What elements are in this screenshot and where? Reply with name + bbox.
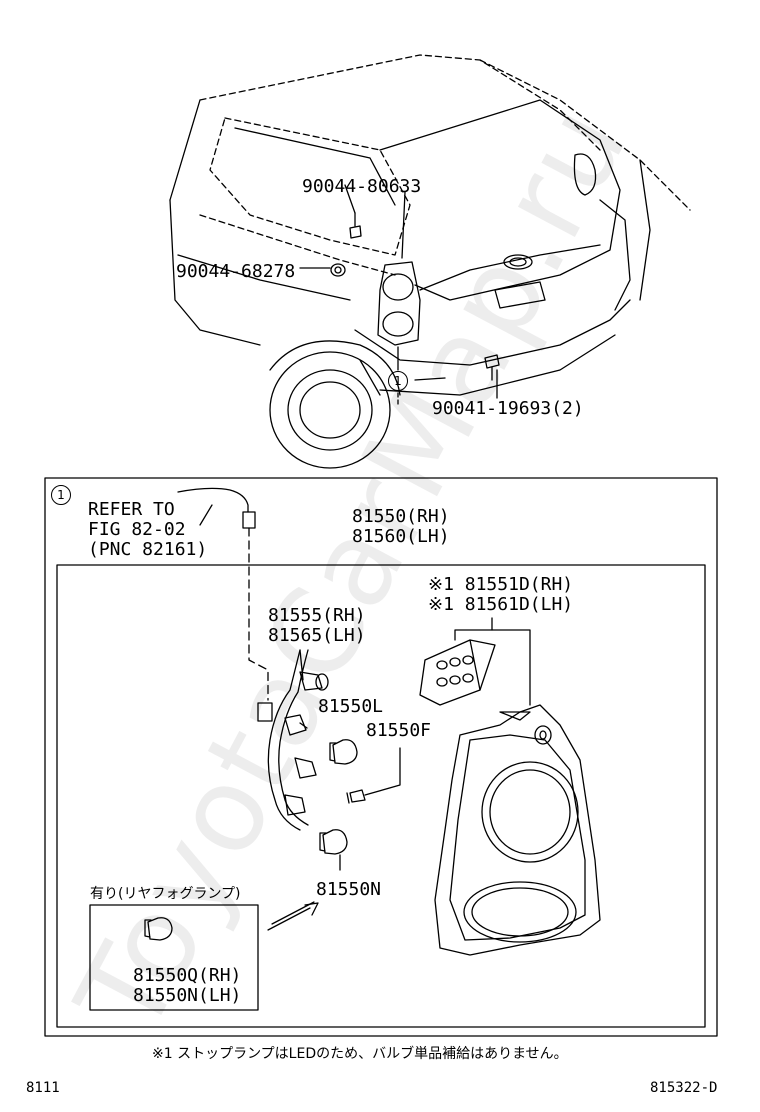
bulbs [319, 739, 401, 871]
part-label-clip: 90044-68278 [176, 261, 296, 282]
part-label-led-lh: ※1 81561D(LH) [428, 594, 574, 615]
vehicle-rear-illustration [169, 54, 691, 469]
refer-to-line2: FIG 82-02 [88, 519, 186, 540]
refer-to-line3: (PNC 82161) [88, 539, 208, 560]
led-unit [419, 617, 531, 706]
wiring-harness [177, 487, 329, 831]
arrow-head [304, 902, 319, 916]
arrow-line [267, 907, 311, 931]
part-label-lamp-rh: 81550(RH) [352, 506, 450, 527]
part-label-lamp-lh: 81560(LH) [352, 526, 450, 547]
tail-lamp-assembly [434, 704, 601, 956]
part-label-screw: 90041-19693(2) [432, 398, 584, 419]
detail-outer-frame [44, 477, 718, 1037]
footer-left-code: 8111 [26, 1080, 60, 1096]
part-label-led-rh: ※1 81551D(RH) [428, 574, 574, 595]
part-label-bulb-f: 81550F [366, 720, 432, 741]
part-label-bolt: 90044-80633 [302, 176, 422, 197]
fog-inset-frame [89, 904, 259, 1011]
detail-inner-frame [56, 564, 706, 1028]
part-label-socket-rh: 81555(RH) [268, 605, 366, 626]
assembly-reference-marker: 1 [388, 371, 408, 391]
inset-title: 有り(リヤフォグランプ) [90, 886, 241, 902]
part-label-bulb-n: 81550N [316, 879, 382, 900]
inset-label-rh: 81550Q(RH) [133, 965, 242, 986]
footnote: ※1 ストップランプはLEDのため、バルブ単品補給はありません。 [152, 1046, 568, 1062]
part-label-socket-lh: 81565(LH) [268, 625, 366, 646]
part-label-bulb-l: 81550L [318, 696, 384, 717]
inset-bulb [144, 917, 173, 941]
footer-right-code: 815322-D [650, 1080, 718, 1096]
inset-label-lh: 81550N(LH) [133, 985, 242, 1006]
refer-to-line1: REFER TO [88, 499, 175, 520]
detail-reference-marker: 1 [51, 485, 71, 505]
